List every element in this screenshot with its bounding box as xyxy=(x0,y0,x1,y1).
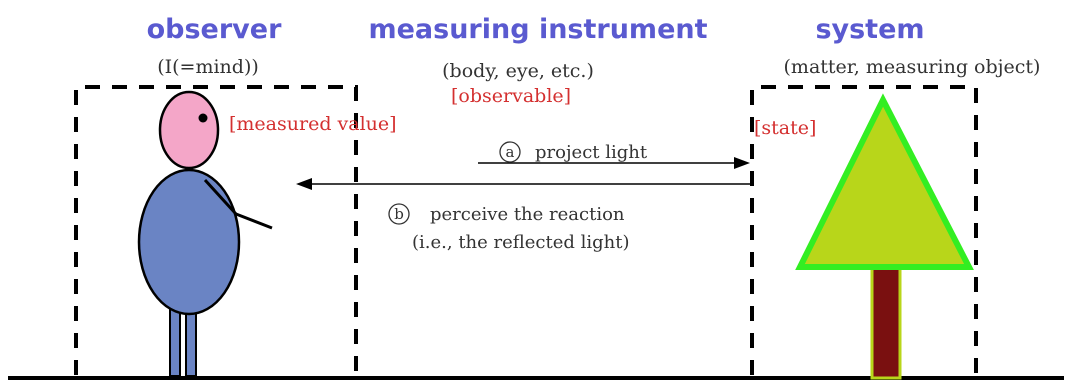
svg-text:a: a xyxy=(506,143,515,161)
observable-tag: [observable] xyxy=(451,85,571,107)
tree-trunk xyxy=(870,266,902,380)
project-light-arrow xyxy=(478,157,750,169)
observer-subtitle: (I(=mind)) xyxy=(157,56,259,78)
perceive-arrow xyxy=(296,178,750,190)
marker-a-icon: a xyxy=(499,141,521,163)
system-title: system xyxy=(815,14,924,45)
tree-system-icon xyxy=(795,93,974,380)
eye-icon xyxy=(198,113,208,123)
marker-b-icon: b xyxy=(388,203,410,225)
system-subtitle: (matter, measuring object) xyxy=(784,56,1041,78)
system-frame xyxy=(750,85,978,375)
observer-title: observer xyxy=(147,14,282,45)
measured-value-tag: [measured value] xyxy=(229,113,397,135)
instrument-subtitle: (body, eye, etc.) xyxy=(442,60,594,82)
state-tag: [state] xyxy=(754,117,816,139)
observer-frame xyxy=(74,85,358,375)
stick-figure-observer-icon xyxy=(137,90,273,377)
svg-text:b: b xyxy=(394,205,404,223)
project-light-label: project light xyxy=(535,142,648,163)
observer-body xyxy=(137,168,241,316)
observer-head xyxy=(158,90,220,170)
perceive-label: perceive the reaction xyxy=(430,204,625,225)
tree-crown xyxy=(795,93,974,270)
instrument-title: measuring instrument xyxy=(368,14,707,45)
perceive-label-2: (i.e., the reflected light) xyxy=(412,232,630,253)
